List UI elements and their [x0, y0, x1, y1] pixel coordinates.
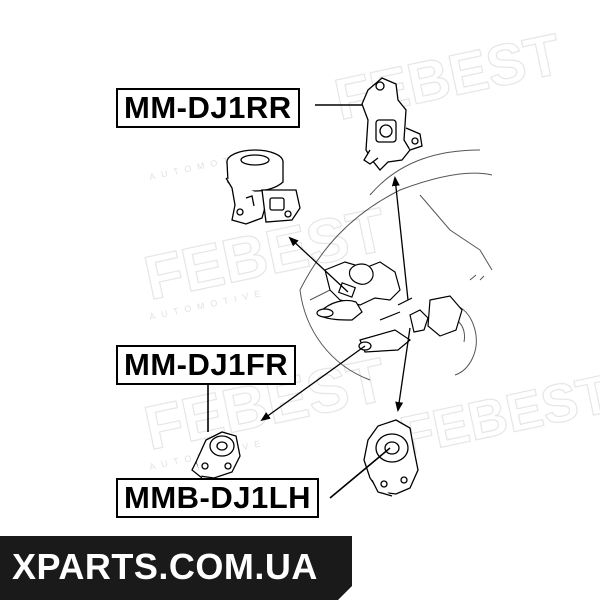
site-watermark: XPARTS.COM.UA	[12, 546, 318, 587]
part-label-front-mount: MM-DJ1FR	[116, 345, 297, 385]
watermark-brand-4: FEBEST	[395, 364, 600, 467]
top-left-mount-drawing	[225, 149, 301, 225]
watermark-banner	[0, 536, 352, 600]
engine-sketch	[316, 261, 463, 353]
arrow-to-front-mount	[260, 345, 366, 422]
arrow-to-top-left-mount	[288, 236, 349, 293]
rear-mount-drawing	[361, 77, 423, 171]
watermark-brand-1: FEBEST	[329, 22, 566, 133]
left-mount-drawing	[363, 419, 419, 497]
arrow-to-rear-mount	[391, 176, 409, 301]
leader-lines	[207, 104, 391, 499]
part-label-left-mount: MMB-DJ1LH	[116, 478, 320, 518]
arrow-to-left-mount	[395, 327, 411, 412]
part-label-rear-mount: MM-DJ1RR	[116, 88, 300, 128]
front-mount-drawing	[191, 431, 241, 479]
pointer-arrows	[260, 176, 411, 422]
